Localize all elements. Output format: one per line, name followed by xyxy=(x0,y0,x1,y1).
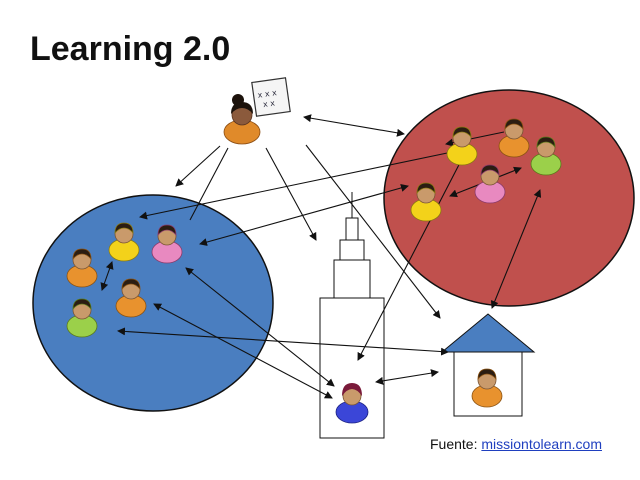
svg-text:x x: x x xyxy=(262,99,275,110)
page-title: Learning 2.0 xyxy=(30,30,231,68)
source-caption: Fuente: missiontolearn.com xyxy=(430,436,602,452)
blue-group-circle xyxy=(32,194,274,412)
source-label: Fuente: xyxy=(430,436,482,452)
teacher-icon: x x x x x xyxy=(223,77,291,145)
svg-text:x x x: x x x xyxy=(257,88,278,100)
office-worker-icon xyxy=(335,383,369,424)
connection-arrows xyxy=(100,114,542,399)
source-link[interactable]: missiontolearn.com xyxy=(481,436,602,452)
